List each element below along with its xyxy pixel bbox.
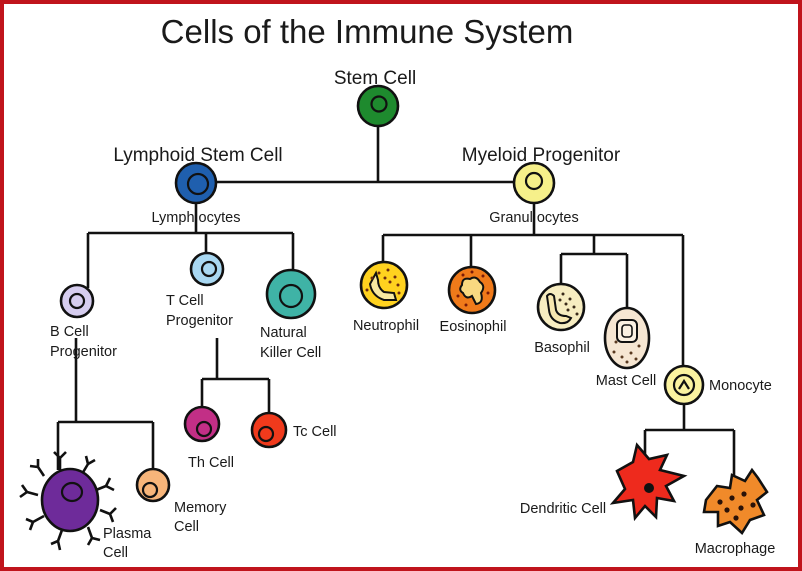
natural-killer-cell: Natural Killer Cell: [260, 268, 321, 361]
macrophage: Macrophage: [695, 467, 776, 557]
basophil: Basophil: [534, 282, 590, 356]
neutrophil-label: Neutrophil: [353, 318, 419, 334]
plasma-cell-label-line2: Cell: [103, 545, 128, 561]
myeloid-progenitor-icon: [512, 161, 556, 205]
memory-cell-label-line1: Memory: [174, 500, 227, 516]
basophil-label: Basophil: [534, 340, 590, 356]
t-cell-progenitor: T Cell Progenitor: [166, 251, 233, 329]
myeloid-progenitor-label: Myeloid Progenitor: [462, 145, 621, 166]
macrophage-icon: [702, 467, 769, 536]
b-cell-progenitor-label-line1: B Cell: [50, 324, 89, 340]
natural-killer-cell-icon: [265, 268, 317, 320]
eosinophil: Eosinophil: [440, 265, 507, 335]
plasma-cell-receptors: [19, 451, 117, 551]
b-cell-progenitor-label-line2: Progenitor: [50, 344, 117, 360]
t-cell-progenitor-icon: [189, 251, 225, 287]
mast-cell-label: Mast Cell: [596, 373, 656, 389]
plasma-cell: Plasma Cell: [19, 451, 152, 561]
tc-cell-label: Tc Cell: [293, 424, 337, 440]
stem-cell-label: Stem Cell: [334, 68, 416, 89]
th-cell: Th Cell: [183, 405, 234, 471]
dendritic-cell-label: Dendritic Cell: [520, 501, 606, 517]
tc-cell: Tc Cell: [250, 411, 337, 449]
granulocytes-label: Granul ocytes: [489, 210, 578, 226]
lymphoid-stem-cell-label: Lymphoid Stem Cell: [113, 145, 282, 166]
natural-killer-label-line1: Natural: [260, 325, 307, 341]
memory-cell: Memory Cell: [135, 467, 227, 535]
mast-cell: Mast Cell: [596, 306, 656, 389]
b-cell-progenitor-icon: [59, 283, 95, 319]
monocyte: Monocyte: [663, 364, 772, 406]
dendritic-cell: Dendritic Cell: [520, 442, 688, 522]
tc-cell-icon: [250, 411, 288, 449]
lymphocytes-label: Lymph ocytes: [152, 210, 241, 226]
monocyte-icon: [663, 364, 705, 406]
b-cell-progenitor: B Cell Progenitor: [50, 283, 117, 360]
stem-cell-icon: [356, 84, 400, 128]
eosinophil-label: Eosinophil: [440, 319, 507, 335]
memory-cell-icon: [135, 467, 171, 503]
stem-cell: Stem Cell: [334, 68, 416, 128]
natural-killer-label-line2: Killer Cell: [260, 345, 321, 361]
diagram-title: Cells of the Immune System: [161, 13, 574, 50]
t-cell-progenitor-label-line2: Progenitor: [166, 313, 233, 329]
t-cell-progenitor-label-line1: T Cell: [166, 293, 204, 309]
myeloid-progenitor: Myeloid Progenitor Granul ocytes: [462, 145, 621, 226]
dendritic-cell-icon: [609, 442, 688, 522]
lymphoid-stem-cell: Lymphoid Stem Cell Lymph ocytes: [113, 145, 282, 226]
plasma-cell-label-line1: Plasma: [103, 526, 152, 542]
connector-lines: [56, 126, 736, 475]
memory-cell-label-line2: Cell: [174, 519, 199, 535]
lymphoid-stem-cell-icon: [174, 161, 218, 205]
macrophage-label: Macrophage: [695, 541, 776, 557]
neutrophil: Neutrophil: [353, 260, 419, 334]
th-cell-label: Th Cell: [188, 455, 234, 471]
neutrophil-icon: [359, 260, 409, 310]
monocyte-label: Monocyte: [709, 378, 772, 394]
